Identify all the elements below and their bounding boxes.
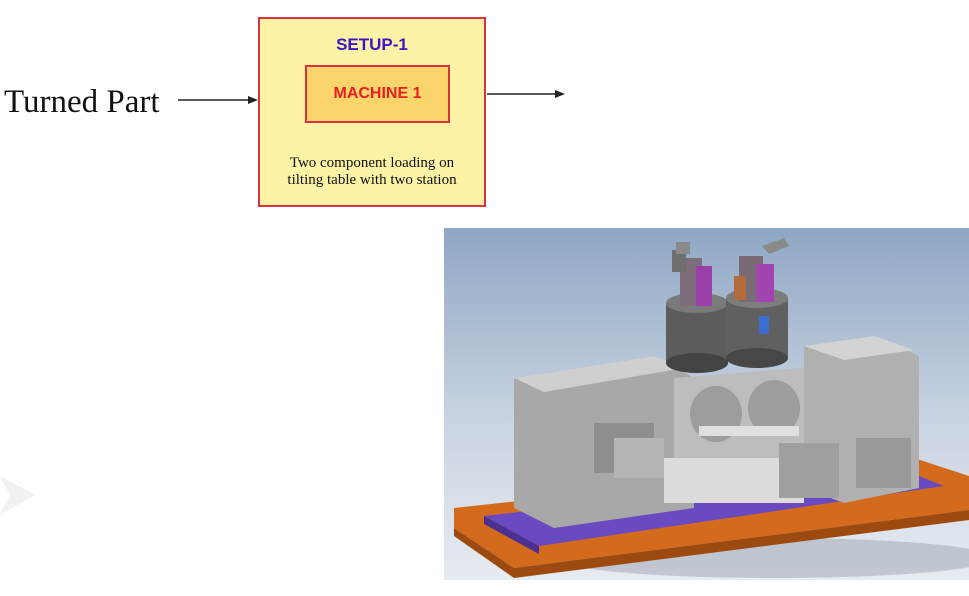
- machine-fixture-render: [444, 228, 969, 580]
- setup-title: SETUP-1: [336, 35, 408, 54]
- setup-box: SETUP-1 MACHINE 1 Two component loading …: [258, 17, 486, 207]
- machine-label: MACHINE 1: [333, 85, 422, 102]
- output-arrow: [487, 90, 565, 98]
- machine-box: MACHINE 1: [305, 65, 450, 123]
- setup-description-line-1: Two component loading on: [289, 155, 455, 171]
- watermark-arrow-icon: [0, 476, 36, 514]
- input-arrow: [178, 96, 258, 104]
- setup-description: Two component loading on tilting table w…: [260, 155, 484, 189]
- input-label: Turned Part: [4, 84, 160, 120]
- setup-description-line-2: tilting table with two station: [287, 172, 457, 188]
